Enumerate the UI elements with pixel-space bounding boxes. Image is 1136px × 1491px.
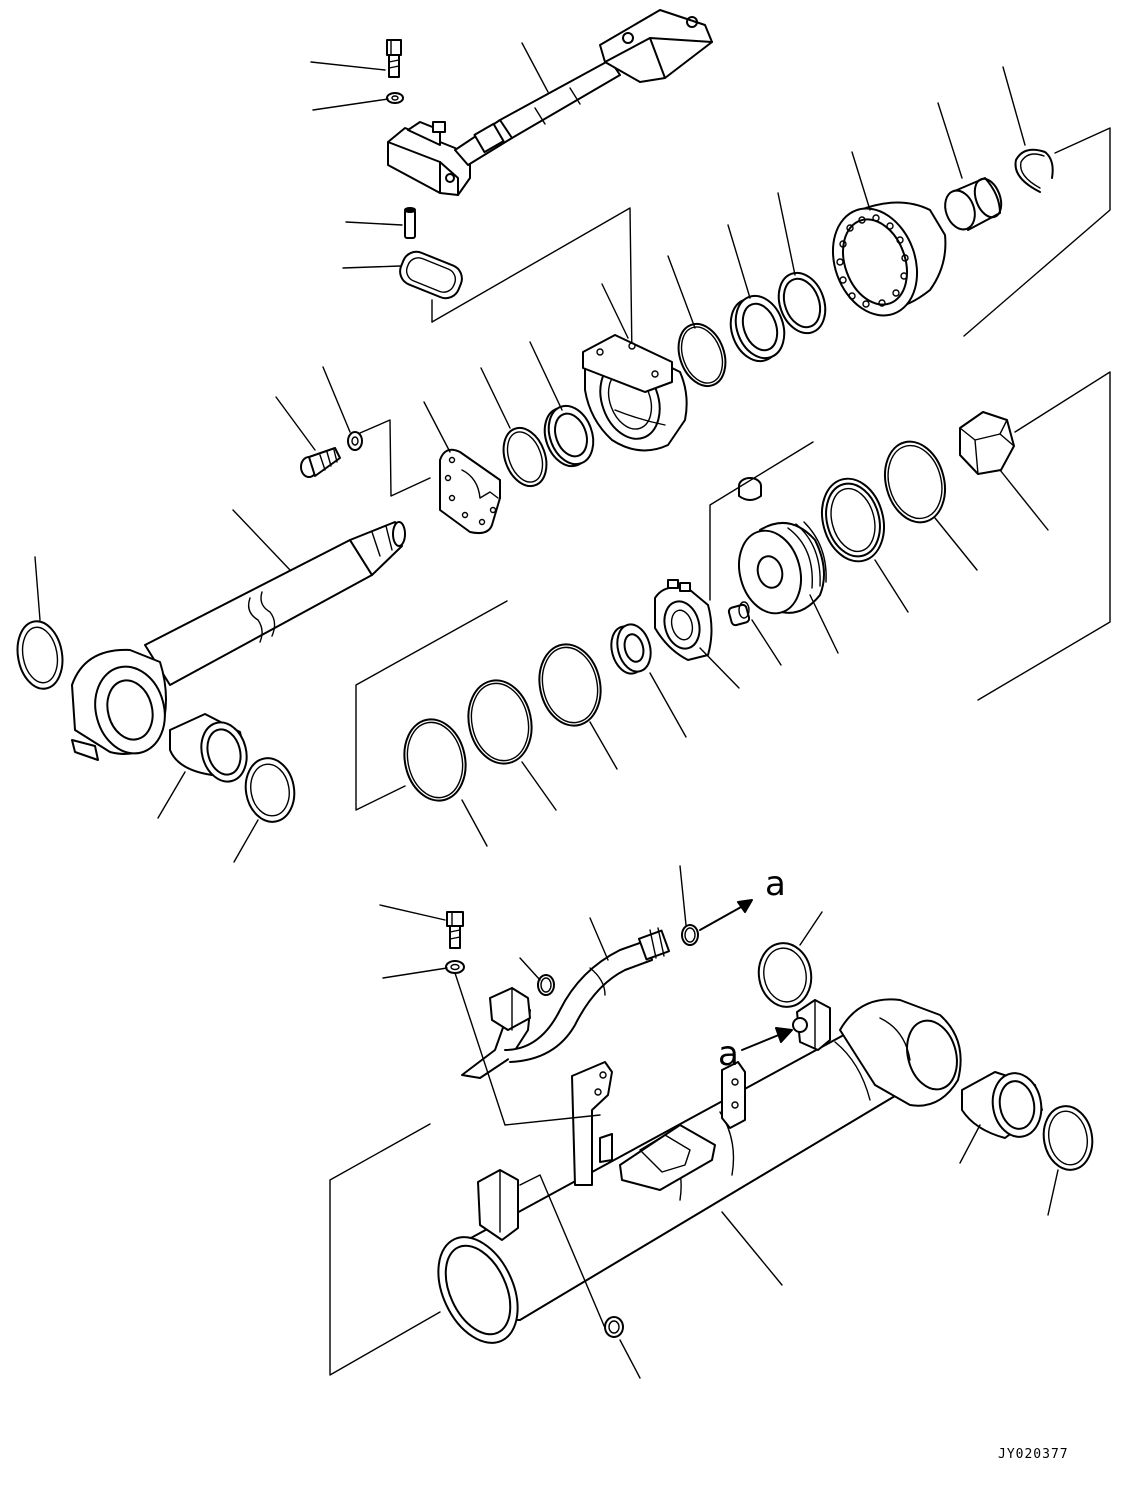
rod-end-seal-left — [16, 620, 64, 690]
group-bracket-right-1 — [963, 127, 1111, 337]
piston — [738, 521, 827, 615]
buffer-ring — [677, 323, 727, 387]
sensor-head — [387, 121, 471, 196]
piston-plug — [738, 477, 762, 501]
set-screw — [727, 601, 751, 627]
head-bolt — [300, 447, 341, 478]
dowel-pin — [404, 207, 416, 239]
tube-seal-bottom — [1042, 1105, 1094, 1216]
snap-ring-1 — [502, 426, 548, 488]
piston-group — [403, 411, 1049, 847]
head-washer — [347, 431, 363, 451]
hose-assembly — [461, 927, 671, 1079]
hose-bolt — [446, 911, 464, 949]
group-bracket-top — [431, 207, 633, 359]
rod-collar — [610, 623, 652, 675]
group-bracket-tube — [329, 1123, 441, 1376]
hose-washer — [445, 960, 465, 974]
sensor-oring — [399, 250, 463, 300]
cylinder-tube — [437, 998, 962, 1344]
group-bracket-right-2 — [977, 371, 1111, 701]
dust-seal — [543, 404, 595, 468]
sensor-assembly — [310, 9, 713, 300]
group-bracket-piston — [355, 600, 508, 811]
rod-group — [16, 366, 501, 863]
rod-bushing — [169, 713, 248, 783]
connection-mark-a-lower: a — [718, 1034, 739, 1074]
bearing-collar — [831, 201, 947, 317]
cap-screw-top — [386, 39, 402, 78]
drawing-code: JY020377 — [998, 1447, 1069, 1462]
head-seal-row — [480, 66, 1054, 488]
piston-ring — [884, 440, 946, 524]
hose-bracket — [571, 1061, 613, 1186]
backup-ring — [777, 271, 827, 335]
hose-group: a — [379, 864, 786, 1079]
connection-mark-a-upper: a — [765, 864, 786, 904]
oring-large-1 — [403, 718, 467, 802]
rod-end-seal-right — [244, 757, 296, 823]
rod-packing — [729, 294, 786, 363]
sensor-end-cap — [599, 9, 713, 83]
clamp-plate: a — [718, 1027, 793, 1129]
washer-top — [386, 92, 404, 104]
tube-seal-top — [757, 911, 823, 1008]
retainer-plate — [439, 448, 501, 535]
retaining-ring-head — [1014, 148, 1054, 193]
cylinder-head — [582, 334, 688, 452]
sensor-cable — [454, 59, 621, 166]
head-bushing — [944, 177, 1003, 231]
piston-rod — [71, 521, 406, 761]
piston-wear-ring — [821, 477, 885, 563]
hose-oring-2 — [681, 924, 699, 946]
oring-large-3 — [538, 643, 602, 727]
oring-large-2 — [467, 679, 533, 765]
tube-bushing — [959, 1071, 1043, 1164]
hose-oring-1 — [537, 974, 555, 996]
port-oring — [519, 1174, 641, 1379]
piston-nut-plate — [654, 579, 713, 661]
piston-nut — [959, 411, 1015, 475]
